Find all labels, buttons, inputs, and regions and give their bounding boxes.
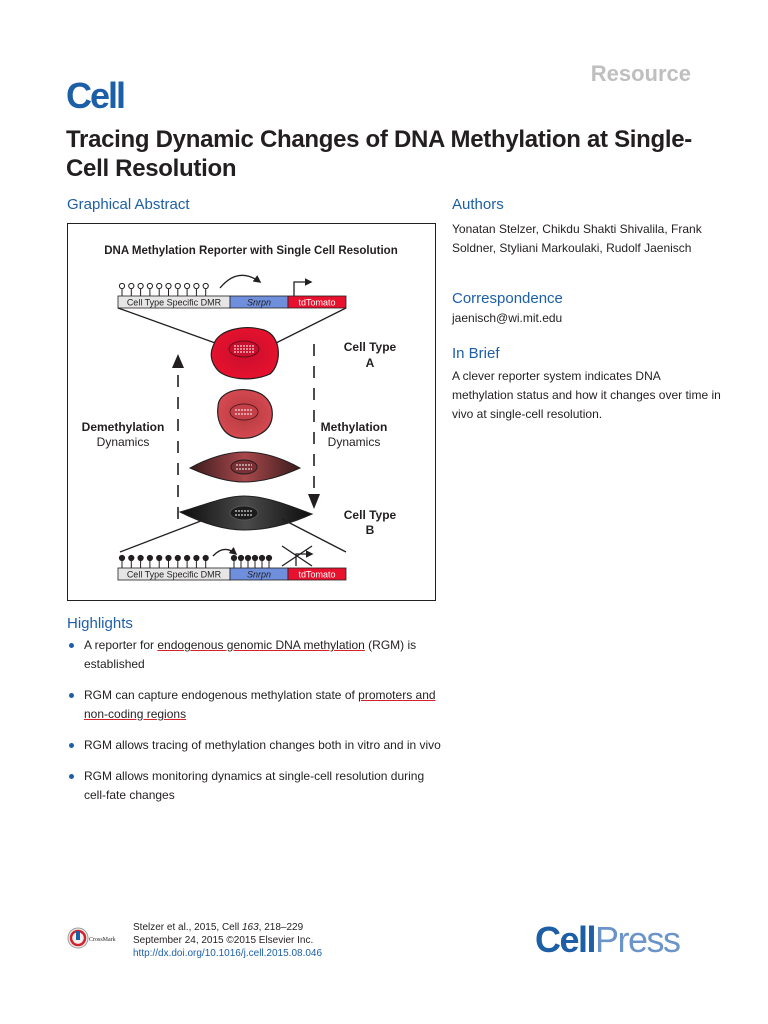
unmethylated-cpg	[193, 282, 200, 290]
citation-line-1: Stelzer et al., 2015, Cell 163, 218–229	[133, 922, 304, 933]
graphical-abstract-diagram: DNA Methylation Reporter with Single Cel…	[82, 245, 398, 581]
methylated-cpg	[128, 554, 135, 562]
unmethylated-cpg-markers	[118, 282, 209, 296]
graphical-abstract-figure: DNA Methylation Reporter with Single Cel…	[67, 223, 436, 601]
methylation-arrow-head	[308, 494, 320, 509]
methylated-cpg	[146, 554, 154, 562]
construct-bottom: Cell Type Specific DMR Snrpn tdTomato	[117, 545, 347, 581]
demethylation-dynamics-label: Dynamics	[97, 435, 150, 449]
graphical-abstract-heading: Graphical Abstract	[67, 196, 190, 213]
nucleus-b	[229, 505, 259, 521]
nucleus-3	[230, 459, 258, 475]
tdtomato-label: tdTomato	[298, 298, 335, 308]
snrpn-label-bottom: Snrpn	[247, 570, 271, 580]
methylated-cpg-snrpn	[230, 554, 238, 562]
zoom-line-bottom-right	[281, 518, 347, 553]
cell-type-b-letter: B	[366, 523, 375, 537]
doi-link[interactable]: http://dx.doi.org/10.1016/j.cell.2015.08…	[133, 948, 323, 959]
snrpn-label: Snrpn	[247, 298, 271, 308]
highlight-item: RGM allows monitoring dynamics at single…	[67, 767, 442, 805]
article-type-label: Resource	[590, 61, 691, 86]
transcription-start-arrow	[293, 278, 313, 296]
bullet-icon	[69, 743, 74, 748]
zoom-line-right	[273, 307, 347, 345]
in-brief-text: A clever reporter system indicates DNA m…	[452, 369, 721, 421]
crossmark-icon[interactable]: CrossMark	[67, 925, 122, 951]
methylated-cpg-snrpn	[244, 554, 252, 562]
methylated-cpg	[202, 554, 209, 562]
methylation-label: Methylation	[321, 420, 388, 434]
tdtomato-segment-bottom	[287, 567, 347, 581]
unmethylated-cpg	[128, 282, 135, 290]
snrpn-methylation-arrow	[212, 547, 238, 557]
methylated-cpg	[137, 554, 144, 562]
methylated-cpg-snrpn	[265, 554, 273, 562]
unmethylated-cpg	[184, 282, 191, 290]
block-cross-line-2	[281, 545, 313, 567]
nucleus-2	[229, 403, 259, 421]
methylated-cpg	[165, 554, 172, 562]
bullet-icon	[69, 774, 74, 779]
highlight-item: RGM allows tracing of methylation change…	[67, 736, 442, 755]
authors-heading: Authors	[452, 196, 504, 213]
unmethylated-cpg	[137, 282, 144, 290]
journal-logo: Cell	[66, 75, 126, 116]
methylated-cpg	[174, 554, 181, 562]
dmr-label: Cell Type Specific DMR	[127, 298, 222, 308]
cellpress-logo: CellPress	[535, 919, 681, 960]
methylated-cpg-snrpn	[258, 554, 266, 562]
cell-type-b-label: Cell Type	[344, 508, 397, 522]
unmethylated-cpg	[165, 282, 172, 290]
promoter-activity-arrow	[219, 274, 262, 289]
citation-block: Stelzer et al., 2015, Cell 163, 218–229 …	[133, 921, 322, 960]
figure-title: DNA Methylation Reporter with Single Cel…	[104, 245, 397, 257]
bullet-icon	[69, 693, 74, 698]
cell-type-a-label: Cell Type	[344, 340, 397, 354]
unmethylated-cpg	[202, 282, 209, 290]
methylated-cpg-snrpn	[251, 554, 259, 562]
demethylation-arrow-head	[172, 354, 184, 368]
svg-text:CrossMark: CrossMark	[89, 937, 116, 943]
methylated-cpg	[184, 554, 191, 562]
highlights-heading: Highlights	[67, 615, 133, 632]
citation-line-2: September 24, 2015 ©2015 Elsevier Inc.	[133, 935, 314, 946]
zoom-line-left	[117, 307, 219, 345]
nucleus-2-dna	[235, 409, 253, 415]
highlight-item: RGM can capture endogenous methylation s…	[67, 686, 442, 724]
nucleus-3-dna	[236, 464, 252, 470]
highlights-list: A reporter for endogenous genomic DNA me…	[67, 636, 442, 817]
zoom-line-bottom-left	[119, 518, 207, 553]
dmr-label-bottom: Cell Type Specific DMR	[127, 570, 222, 580]
correspondence-email[interactable]: jaenisch@wi.mit.edu	[452, 311, 563, 325]
tdtomato-label-bottom: tdTomato	[298, 570, 335, 580]
demethylation-label: Demethylation	[82, 420, 165, 434]
methylated-cpg	[156, 554, 163, 562]
nucleus-a-dna	[234, 345, 254, 353]
methylated-cpg-snrpn	[237, 554, 245, 562]
authors-list: Yonatan Stelzer, Chikdu Shakti Shivalila…	[452, 222, 702, 255]
tdtomato-segment	[287, 295, 347, 309]
nucleus-b-dna	[235, 510, 253, 516]
methylated-cpg	[118, 554, 126, 562]
unmethylated-cpg	[156, 282, 163, 290]
article-title: Tracing Dynamic Changes of DNA Methylati…	[66, 126, 692, 182]
bullet-icon	[69, 643, 74, 648]
construct-top: Cell Type Specific DMR Snrpn tdTomato	[117, 274, 347, 309]
unmethylated-cpg	[146, 282, 154, 290]
in-brief-heading: In Brief	[452, 345, 500, 362]
correspondence-heading: Correspondence	[452, 290, 563, 307]
cell-type-a-letter: A	[366, 356, 375, 370]
transcription-arrow-blocked	[295, 550, 314, 566]
methylated-cpg	[193, 554, 200, 562]
unmethylated-cpg	[118, 282, 126, 290]
highlight-item: A reporter for endogenous genomic DNA me…	[67, 636, 442, 674]
methylation-dynamics-label: Dynamics	[328, 435, 381, 449]
methylated-cpg-markers	[118, 554, 273, 568]
unmethylated-cpg	[174, 282, 181, 290]
